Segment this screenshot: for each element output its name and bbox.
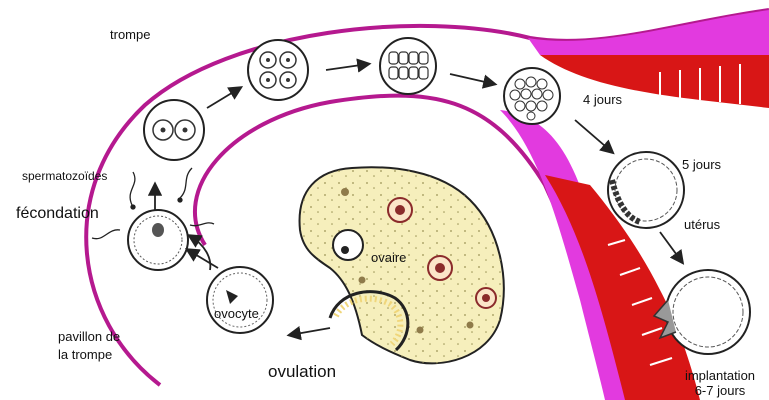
label-ovaire: ovaire [371,251,406,266]
label-uterus: utérus [684,218,720,233]
two-cell-embryo [144,100,204,160]
label-pavillon-line1: pavillon de [58,330,120,345]
tube-red-band [540,55,769,108]
tube-magenta-band [528,10,769,55]
label-spermatozoides: spermatozoïdes [22,170,107,184]
label-fecondation: fécondation [16,205,99,223]
label-implantation-line2: 6-7 jours [672,384,768,399]
label-4-jours: 4 jours [583,93,622,108]
fertilized-egg [128,210,188,270]
morula [504,68,560,124]
four-cell-embryo [248,40,308,100]
label-pavillon-line2: la trompe [58,348,112,363]
label-trompe: trompe [110,28,150,43]
label-ovulation: ovulation [268,362,336,382]
label-implantation-line1: implantation [672,369,768,384]
eight-cell-embryo [380,38,436,94]
label-ovocyte: ovocyte [214,307,259,322]
ovocyte-cell [207,267,273,333]
blastocyst [608,152,684,228]
label-5-jours: 5 jours [682,158,721,173]
